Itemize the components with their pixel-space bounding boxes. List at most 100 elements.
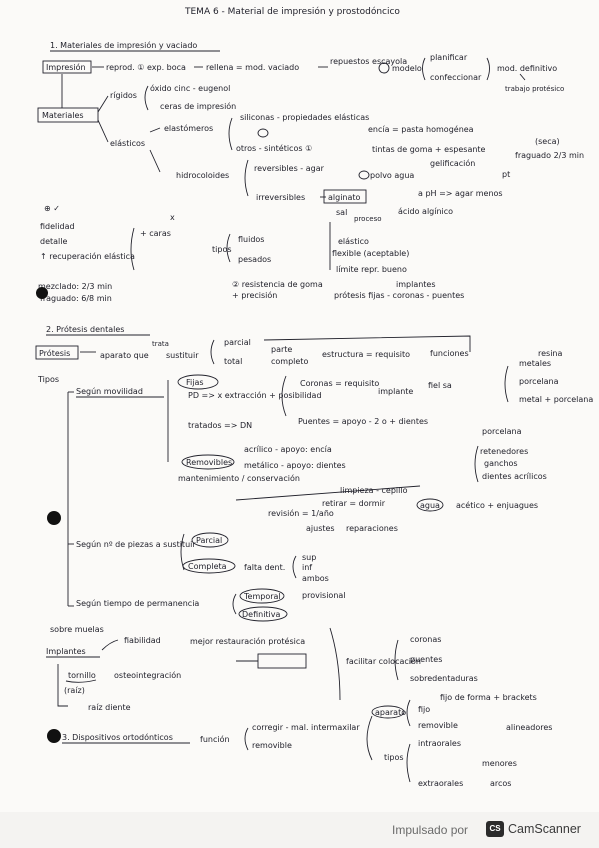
resina: resina xyxy=(538,349,562,358)
scanned-page xyxy=(0,0,599,812)
page-title: TEMA 6 - Material de impresión y prostod… xyxy=(184,6,400,17)
oxido-cinc: óxido cinc - eugenol xyxy=(150,83,230,93)
impresion-vaciado: rellena = mod. vaciado xyxy=(206,63,299,72)
reparaciones: reparaciones xyxy=(346,524,398,533)
funciones: funciones xyxy=(430,349,469,358)
section3-heading: 3. Dispositivos ortodónticos xyxy=(62,732,173,742)
list-item-fidelidad: fidelidad xyxy=(40,222,75,231)
impresion-box xyxy=(42,60,92,74)
pd-extraccion: PD => x extracción + posibilidad xyxy=(188,390,322,400)
camscanner-logo-icon: CS xyxy=(486,821,504,837)
scanner-footer: Impulsado por CS CamScanner xyxy=(0,812,599,848)
fraguado: fraguado 2/3 min xyxy=(515,151,584,160)
list-item-recuperacion: ↑ recuperación elástica xyxy=(40,251,135,261)
parcial-box xyxy=(191,532,229,548)
tratados-dn: tratados => DN xyxy=(188,421,252,430)
limpieza: limpieza - cepillo xyxy=(340,486,408,495)
rigidos: rígidos xyxy=(110,91,137,100)
ajustes: ajustes xyxy=(306,524,335,533)
raiz-diente: raíz diente xyxy=(88,703,131,712)
impresion-label: Impresión xyxy=(46,62,86,72)
segun-tiempo: Según tiempo de permanencia xyxy=(76,599,199,608)
removible-s3: removible xyxy=(418,721,458,730)
protesis-label: Prótesis xyxy=(39,348,70,358)
sobredentaduras: sobredentaduras xyxy=(410,674,478,683)
proceso: proceso xyxy=(354,215,382,223)
punch-hole xyxy=(47,511,61,525)
fijas-label: Fijas xyxy=(186,378,204,387)
aparato: aparato xyxy=(375,708,406,717)
irreversibles: irreversibles xyxy=(256,193,305,202)
alginato: alginato xyxy=(328,193,361,202)
tipos-impresion: tipos xyxy=(212,245,232,254)
mejor-rest: mejor restauración protésica xyxy=(190,636,305,646)
tipos-label: Tipos xyxy=(37,375,59,384)
fluidos: fluidos xyxy=(238,235,264,244)
removibles-box xyxy=(181,454,235,470)
elasticos: elásticos xyxy=(110,139,145,148)
aparato-box xyxy=(371,705,405,719)
fiel-sa: fiel sa xyxy=(428,381,452,390)
sobre-muelas: sobre muelas xyxy=(50,625,104,634)
aparato-que: aparato que xyxy=(100,351,149,360)
fraguado-time: fraguado: 6/8 min xyxy=(40,294,112,303)
planificar: planificar xyxy=(430,53,468,62)
pt: pt xyxy=(502,170,510,179)
provisional: provisional xyxy=(302,591,346,600)
fijo: fijo xyxy=(418,705,430,714)
retirar: retirar = dormir xyxy=(322,499,386,508)
ganchos: ganchos xyxy=(484,459,518,468)
facilitar: facilitar colocación xyxy=(346,656,421,666)
temporal-box xyxy=(239,588,285,604)
segun-piezas: Según nº de piezas a sustituir xyxy=(76,540,196,549)
tipos-s3: tipos xyxy=(384,753,404,762)
definitiva-box xyxy=(238,606,288,622)
total: total xyxy=(224,357,242,366)
dientes-acrilicos: dientes acrílicos xyxy=(482,472,547,481)
camscanner-brand: CamScanner xyxy=(508,822,581,836)
list-item-detalle: detalle xyxy=(40,237,67,246)
caras: + caras xyxy=(140,229,171,238)
porcelana-2: porcelana xyxy=(482,427,522,436)
temporal-label: Temporal xyxy=(243,592,281,601)
corregir: corregir - mal. intermaxilar xyxy=(252,723,360,732)
powered-by-text: Impulsado por xyxy=(392,823,469,837)
punch-hole xyxy=(47,729,61,743)
segun-movilidad: Según movilidad xyxy=(76,387,143,396)
alineadores: alineadores xyxy=(506,723,552,732)
puentes-req: Puentes = apoyo - 2 o + dientes xyxy=(298,417,428,426)
tornillo: tornillo xyxy=(68,671,96,680)
circle-marker: ⊕ ✓ xyxy=(44,204,60,213)
metal-porcelana: metal + porcelana xyxy=(519,395,593,404)
fijo-desc: fijo de forma + brackets xyxy=(440,693,537,702)
a-ph-agar: a pH => agar menos xyxy=(418,189,503,198)
agua: agua xyxy=(420,501,440,510)
implante: implante xyxy=(378,387,413,396)
metales: metales xyxy=(519,359,551,368)
impresion-desc: reprod. ① exp. boca xyxy=(106,63,186,72)
elastico: elástico xyxy=(338,237,369,246)
osteointegracion: osteointegración xyxy=(114,670,181,680)
x-mark: x xyxy=(170,213,175,222)
protesis-fijas: prótesis fijas - coronas - puentes xyxy=(334,290,464,300)
sup: sup xyxy=(302,553,316,562)
coronas-s3: coronas xyxy=(410,635,441,644)
trabajo-protesico: trabajo protésico xyxy=(505,85,564,93)
confeccionar: confeccionar xyxy=(430,73,482,82)
puentes-s3: puentes xyxy=(410,655,442,664)
handwritten-notes: TEMA 6 - Material de impresión y prostod… xyxy=(35,6,593,788)
implantes-s1: implantes xyxy=(396,280,436,289)
acido-alginico: ácido algínico xyxy=(398,207,453,216)
implantes-s3: Implantes xyxy=(46,647,86,656)
modelo: modelo xyxy=(392,64,422,73)
mod-definitivo: mod. definitivo xyxy=(497,64,557,73)
precision: + precisión xyxy=(232,290,277,300)
polvo-agua: polvo agua xyxy=(370,171,414,180)
inf: inf xyxy=(302,563,312,572)
bruxismo: removible xyxy=(252,741,292,750)
gelificacion: gelificación xyxy=(430,158,475,168)
pesados: pesados xyxy=(238,255,271,264)
retenedores: retenedores xyxy=(480,447,528,456)
menores: menores xyxy=(482,759,517,768)
definitiva-label: Definitiva xyxy=(242,610,281,619)
